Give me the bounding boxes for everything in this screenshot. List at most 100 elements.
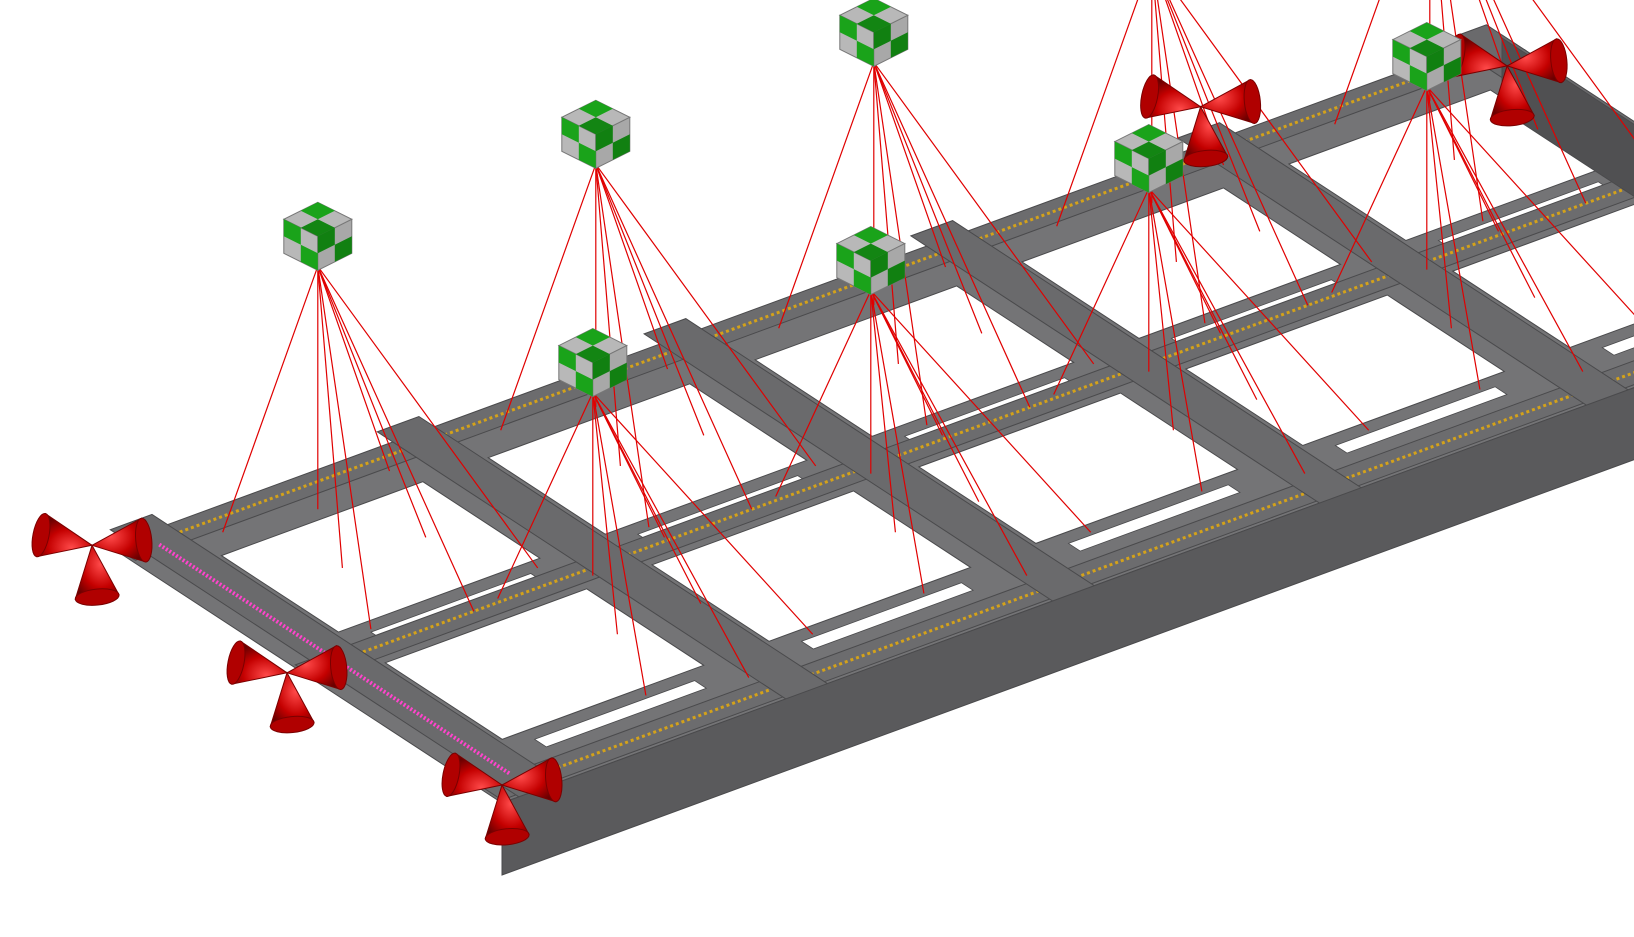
lifting-cable [1426,86,1584,372]
cone-base [1183,149,1229,168]
lifting-cable [1056,0,1139,227]
lifting-cable [222,266,319,533]
lifting-cable [1485,0,1539,130]
support-cone [285,645,348,691]
lifting-cable [1148,188,1370,431]
tri-cone-support-icon[interactable] [439,752,564,847]
cone-base [1550,38,1568,84]
cube-checker-square [853,226,888,244]
lifting-cable [873,62,899,364]
lifting-cable [870,290,896,533]
lifting-cable [1148,188,1258,400]
lifting-cable [1166,0,1261,232]
cone-base [544,757,563,803]
frame-opening [220,481,542,633]
cube-checker-square [575,328,610,346]
support-cone [1199,78,1262,125]
lifting-cable [317,266,372,630]
lifting-cable [592,392,647,696]
lifting-cable [1169,0,1309,306]
cube-checker-square [1131,124,1166,142]
lifting-cable [873,61,1095,365]
tri-cone-support-icon[interactable] [224,639,349,734]
checkered-cube-icon[interactable] [835,226,906,296]
lifting-cable [1478,0,1503,64]
cube-checker-square [283,219,301,245]
cube-checker-square [856,0,891,16]
lifting-cables [222,0,1634,696]
cube-checker-square [300,244,318,271]
cube-checker-square [856,40,874,67]
lifting-cable [870,290,1092,533]
checkered-cube-icon[interactable] [1113,124,1184,194]
frame-opening [1020,187,1342,339]
tri-cone-support-icon[interactable] [1137,73,1262,168]
checkered-cube-icon[interactable] [560,99,631,170]
cube-checker-square [1392,39,1410,66]
cube-checker-square [578,142,596,169]
cube-checker-square [558,345,576,372]
support-cone [484,783,530,846]
lifting-cable [870,290,1028,576]
frame-opening [650,490,972,642]
cube-checker-square [317,227,335,254]
support-markers[interactable] [29,33,1634,847]
lifting-cable [1053,188,1150,395]
frame-opening [1184,294,1506,447]
lifting-cable [595,164,705,436]
cube-checker-square [853,269,871,295]
lifting-cable [595,164,621,466]
cube-checker-square [575,371,593,397]
checkered-cube-icon[interactable] [1391,22,1462,92]
cube-checker-square [578,100,613,118]
lifting-cable [1426,86,1634,316]
weld-seam [334,184,1634,664]
cube-checker-square [612,134,630,160]
cube-checker-square [887,260,905,287]
tri-cone-support-icon[interactable] [29,512,154,607]
frame-opening [384,588,705,740]
cube-checker-square [1165,158,1183,185]
cube-checker-square [300,202,335,220]
cone-base [31,512,51,558]
support-cone [31,512,94,558]
weld-seam [150,51,1487,544]
lifting-cable [592,392,702,604]
cube-checker-square [595,125,613,152]
lifting-cable [317,266,427,538]
checkered-cube-icon[interactable] [838,0,909,68]
cube-checker-square [334,236,352,262]
checkered-cube-icon[interactable] [282,201,353,272]
weld-seam [517,371,1634,784]
cone-base [1140,74,1160,119]
frame-opening [1451,203,1634,349]
lifting-cable [1334,0,1380,125]
cone-base [269,715,315,734]
frame-slot [1601,335,1634,356]
lifting-cable [1331,86,1428,293]
lifting-cable [1493,0,1587,204]
cube-checker-square [1114,141,1132,168]
cone-base [226,640,246,685]
lifting-cable [1148,188,1174,431]
cube-checker-square [561,117,579,143]
lifting-cable [595,164,753,510]
cone-base [484,827,530,846]
cube-checker-square [1131,167,1149,193]
lifting-cable [1440,0,1455,160]
frame-opening [917,392,1239,544]
frame-slot [1334,386,1508,454]
lifting-cable [1148,188,1306,474]
lifting-cable [1426,86,1536,298]
lifting-cable [317,265,539,569]
cube-checker-square [1148,150,1166,176]
support-cone [441,752,504,797]
cone-base [74,588,120,606]
lifting-cable [317,266,391,472]
lifting-cable [595,163,817,467]
support-cone [1183,105,1229,168]
checkered-cube-icon[interactable] [557,328,628,398]
lift-point-markers[interactable] [282,0,1464,398]
support-cone [1140,74,1202,119]
